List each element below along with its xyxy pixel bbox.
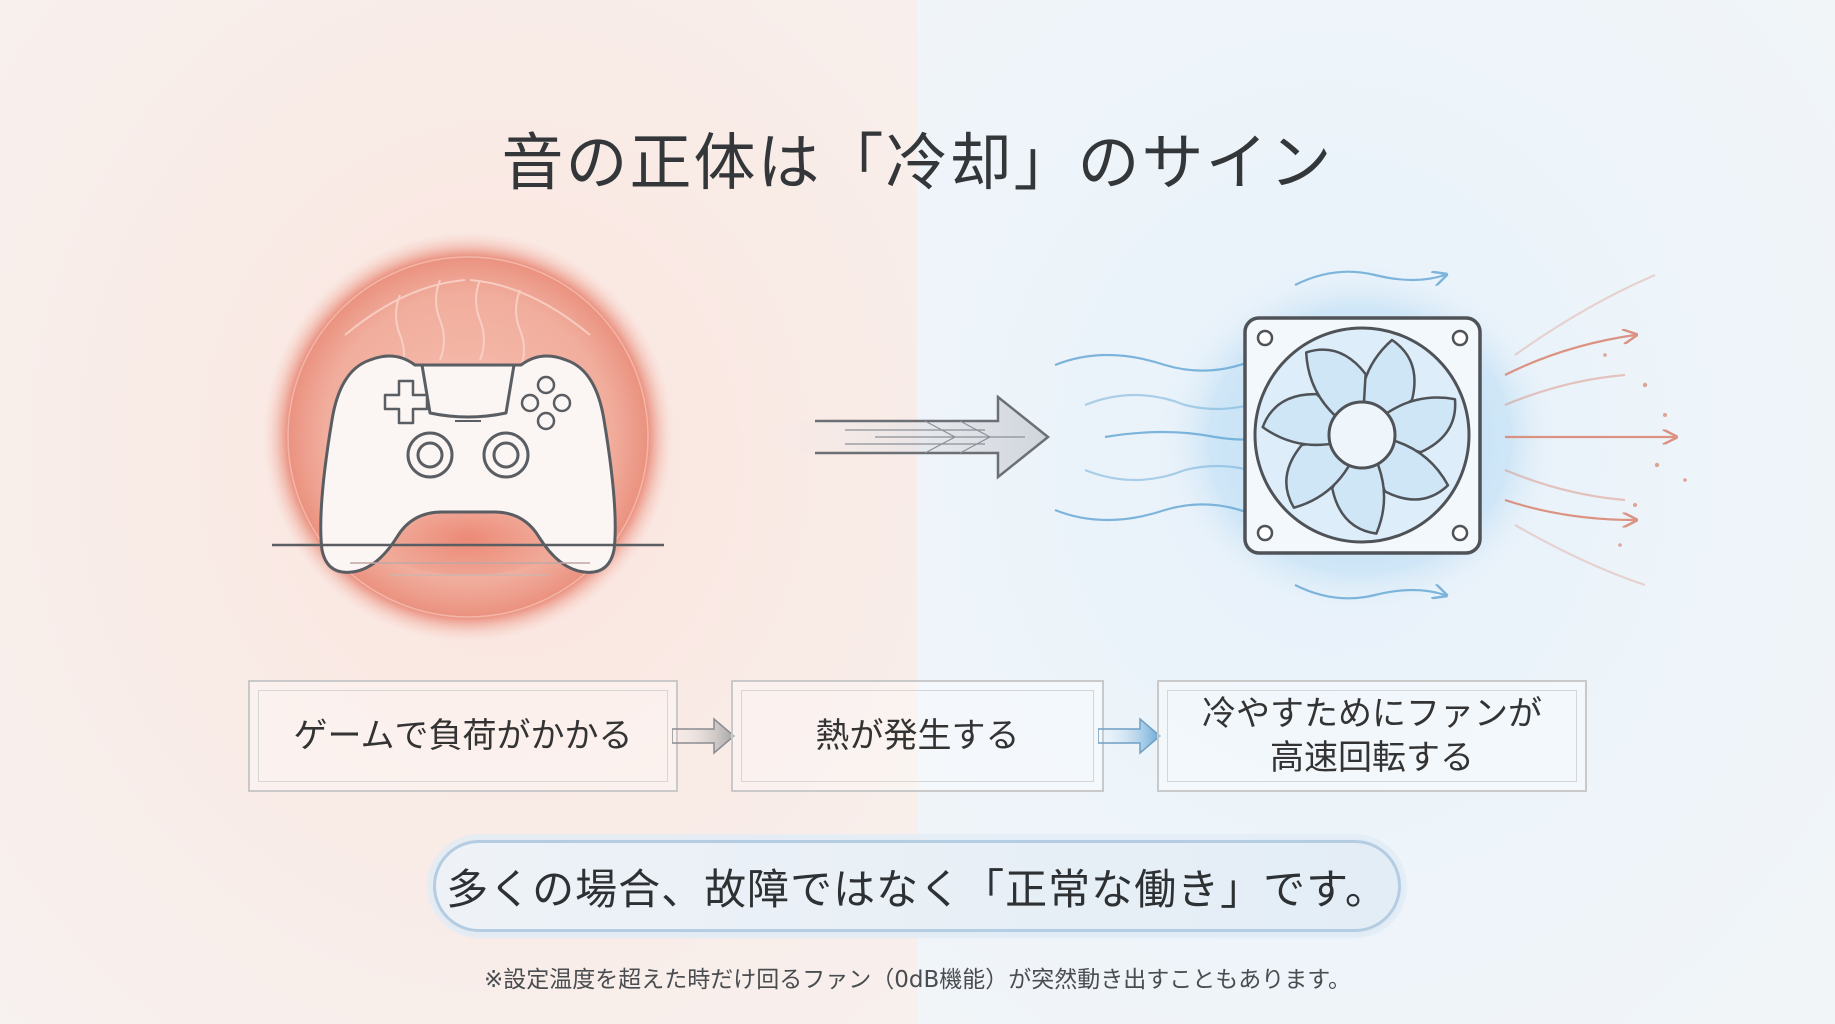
controller-illustration bbox=[263, 232, 673, 642]
arrow-right-icon bbox=[755, 395, 1051, 480]
step-box-fan: 冷やすためにファンが 高速回転する bbox=[1157, 680, 1587, 792]
step-label: 熱が発生する bbox=[815, 716, 1020, 756]
controller-icon bbox=[319, 354, 617, 574]
flow-arrow-icon bbox=[1098, 717, 1162, 755]
conclusion-banner: 多くの場合、故障ではなく「正常な働き」です。 bbox=[433, 840, 1401, 932]
step-label: 冷やすためにファンが 高速回転する bbox=[1202, 694, 1542, 778]
step-box-heat: 熱が発生する bbox=[731, 680, 1104, 792]
fan-illustration bbox=[1054, 265, 1687, 615]
conclusion-text: 多くの場合、故障ではなく「正常な働き」です。 bbox=[446, 864, 1388, 914]
page-title: 音の正体は「冷却」のサイン bbox=[501, 125, 1334, 199]
fan-icon bbox=[1243, 316, 1482, 555]
airflow-icon bbox=[1054, 272, 1445, 599]
footnote: ※設定温度を超えた時だけ回るファン（0dB機能）が突然動き出すこともあります。 bbox=[484, 967, 1351, 993]
flow-arrow-icon bbox=[672, 717, 736, 755]
step-box-load: ゲームで負荷がかかる bbox=[248, 680, 678, 792]
step-label: ゲームで負荷がかかる bbox=[293, 716, 633, 756]
